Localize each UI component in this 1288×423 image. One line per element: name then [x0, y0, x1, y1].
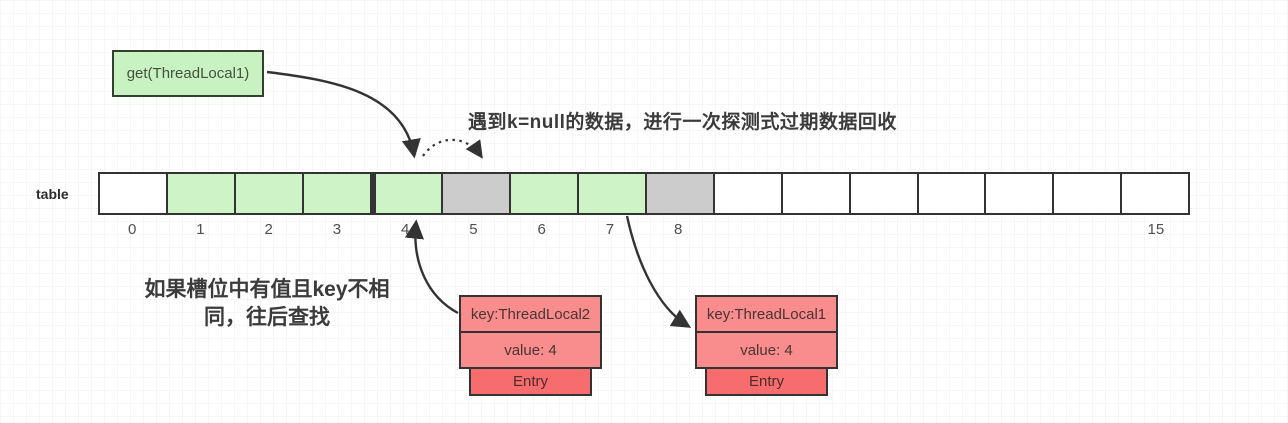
table-slot-2: [233, 174, 302, 213]
entry-key-cell: key:ThreadLocal1: [695, 295, 838, 333]
slot-index-label-14: [1054, 221, 1122, 241]
table-label: table: [36, 186, 69, 202]
arrow-get-to-slot4-icon: [266, 70, 421, 159]
slot-index-label-12: [917, 221, 985, 241]
entry-value-cell: value: 4: [695, 331, 838, 369]
table-slot-1: [165, 174, 234, 213]
table-slot-4: [369, 174, 442, 213]
slot-index-label-0: 0: [127, 221, 137, 238]
table-slot-14: [1052, 174, 1121, 213]
table-slot-10: [780, 174, 849, 213]
linear-probe-note-line1: 如果槽位中有值且key不相: [144, 278, 390, 301]
slot-index-label-9: [712, 221, 780, 241]
table-slot-5: [441, 174, 510, 213]
entry-type-tab: Entry: [705, 367, 828, 396]
arrow-probe-slot4-to-slot5-icon: [422, 138, 483, 159]
slot-index-label-11: [849, 221, 917, 241]
table-slot-8: [645, 174, 713, 213]
slot-index-label-7: 7: [605, 221, 615, 238]
table-slot-6: [509, 174, 578, 213]
slot-index-label-1: 1: [196, 221, 205, 238]
slot-index-label-8: 8: [673, 221, 683, 238]
table-slot-13: [984, 174, 1053, 213]
entry-type-tab: Entry: [469, 367, 592, 396]
slot-index-label-13: [985, 221, 1053, 241]
table-slot-15: [1120, 174, 1188, 213]
table-slot-9: [712, 174, 781, 213]
get-call-box: get(ThreadLocal1): [112, 50, 264, 97]
entry-value-cell: value: 4: [459, 331, 602, 369]
slot-index-label-3: 3: [332, 221, 342, 238]
slot-index-label-2: 2: [264, 221, 273, 238]
slot-index-label-15: 15: [1147, 221, 1165, 238]
linear-probe-note: 如果槽位中有值且key不相 同，往后查找: [100, 276, 434, 332]
hash-table-slots: [98, 172, 1190, 215]
table-slot-7: [577, 174, 645, 213]
table-slot-3: [301, 174, 370, 213]
table-slot-0: [100, 174, 166, 213]
slot-index-label-5: 5: [469, 221, 478, 238]
entry-threadlocal2: key:ThreadLocal2 value: 4 Entry: [459, 295, 602, 396]
table-slot-11: [848, 174, 917, 213]
slot-index-row: 0 1 2 3 4 5 6 7 8 15: [98, 221, 1190, 241]
probe-cleanup-note: 遇到k=null的数据，进行一次探测式过期数据回收: [468, 112, 897, 133]
entry-key-cell: key:ThreadLocal2: [459, 295, 602, 333]
slot-index-label-10: [781, 221, 849, 241]
slot-index-label-4: 4: [400, 221, 410, 238]
table-slot-12: [916, 174, 985, 213]
slot-index-label-6: 6: [537, 221, 546, 238]
entry-threadlocal1: key:ThreadLocal1 value: 4 Entry: [695, 295, 838, 396]
linear-probe-note-line2: 同，往后查找: [204, 306, 330, 329]
